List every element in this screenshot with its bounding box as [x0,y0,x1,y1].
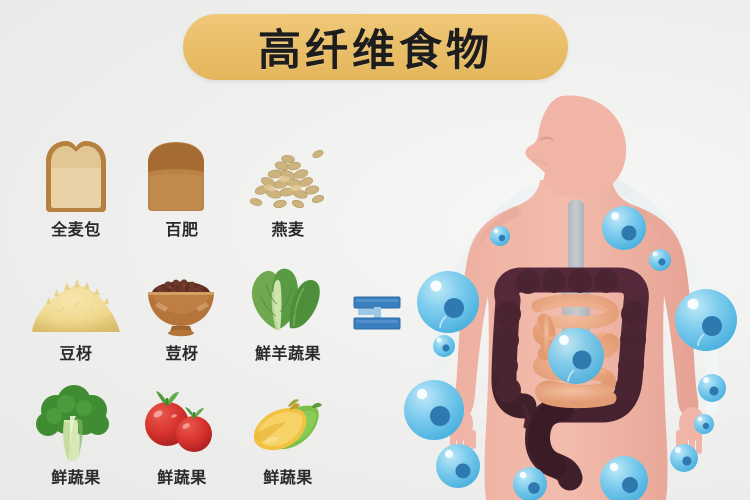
page-title-pill: 高纤维食物 [183,14,568,80]
bean-bowl-icon [126,256,238,342]
food-item-millet: 豆枒 [20,256,132,374]
bread-slice-icon [20,132,132,218]
food-item-bread-slice: 全麦包 [20,132,132,250]
food-label: 豆枒 [59,344,93,363]
food-label: 燕麦 [271,220,305,239]
tomato-pair-icon [126,380,238,466]
banana-squash-icon [232,380,344,466]
food-label: 鲜蔬果 [263,468,313,487]
food-item-dark-bread: 百肥 [126,132,238,250]
food-label: 鲜蔬果 [157,468,207,487]
food-item-leafy-greens: 鮮羊蔬果 [232,256,344,374]
oat-flakes-icon [232,132,344,218]
page-title: 高纤维食物 [258,26,493,76]
food-label: 百肥 [165,220,199,239]
equals-link-icon [350,291,412,339]
high-fiber-food-grid: 全麦包 百肥 [18,132,358,492]
food-label: 荳枒 [165,344,199,363]
food-item-bean-bowl: 荳枒 [126,256,238,374]
dark-bread-icon [126,132,238,218]
human-torso-figure [404,88,750,500]
food-item-tomatoes: 鲜蔬果 [126,380,238,498]
food-item-broccoli: 鲜蔬果 [20,380,132,498]
food-label: 鮮羊蔬果 [254,344,321,363]
bok-choy-icon [232,256,344,342]
food-label: 鲜蔬果 [51,468,101,487]
millet-pile-icon [20,256,132,342]
broccoli-icon [20,380,132,466]
food-item-banana-squash: 鲜蔬果 [232,380,344,498]
food-item-oats: 燕麦 [232,132,344,250]
food-label: 全麦包 [51,220,101,239]
digestive-system [491,267,649,491]
fiber-molecule-sphere-group [404,206,737,500]
